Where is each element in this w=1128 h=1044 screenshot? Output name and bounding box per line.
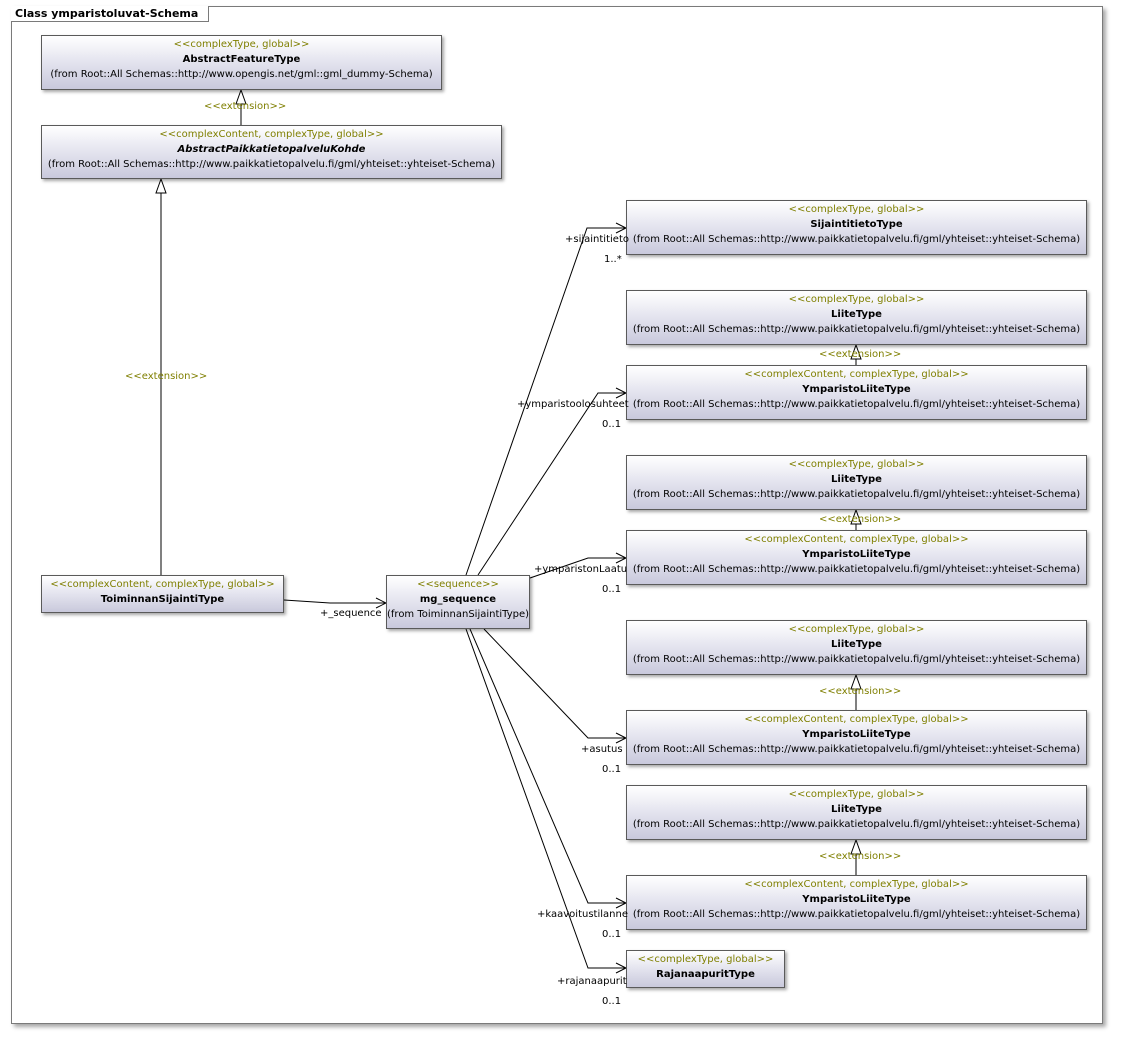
generalization-arrowhead xyxy=(155,177,167,194)
role-label-kaavoitustilanne: +kaavoitustilanne xyxy=(537,909,628,920)
class-name: ToiminnanSijaintiType xyxy=(100,594,225,605)
role-label-ymparistonlaatu: +ymparistonLaatu xyxy=(534,564,628,575)
class-origin: (from Root::All Schemas::http://www.paik… xyxy=(47,159,496,170)
generalization-arrowhead xyxy=(850,508,862,525)
class-abstract-paikkatietopalvelu-kohde[interactable]: <<complexContent, complexType, global>> … xyxy=(41,125,502,179)
class-liite-type-4[interactable]: <<complexType, global>> LiiteType (from … xyxy=(626,785,1087,840)
role-label-rajanaapurit: +rajanaapurit xyxy=(557,976,627,987)
stereotype-label: <<complexContent, complexType, global>> xyxy=(50,579,275,590)
association-ymparistoolosuhteet xyxy=(477,392,626,576)
stereotype-label: <<complexContent, complexType, global>> xyxy=(159,129,384,140)
stereotype-label: <<complexContent, complexType, global>> xyxy=(744,714,969,725)
class-name: YmparistoLiiteType xyxy=(802,729,911,740)
extension-label: <<extension>> xyxy=(819,851,902,862)
multiplicity-kaavoitustilanne: 0..1 xyxy=(602,929,622,940)
generalization-arrowhead xyxy=(850,343,862,360)
class-name: YmparistoLiiteType xyxy=(802,894,911,905)
generalization-arrowhead xyxy=(850,838,862,855)
diagram-title: Class ymparistoluvat-Schema xyxy=(11,6,210,22)
class-name: AbstractFeatureType xyxy=(182,54,301,65)
class-name: YmparistoLiiteType xyxy=(802,384,911,395)
class-name: mg_sequence xyxy=(419,594,497,605)
role-label-ymparistoolosuhteet: +ymparistoolosuhteet xyxy=(517,399,629,410)
stereotype-label: <<complexContent, complexType, global>> xyxy=(744,369,969,380)
role-label-sequence: +_sequence xyxy=(320,608,382,619)
association-asutus xyxy=(483,628,626,739)
multiplicity-ymparistoolosuhteet: 0..1 xyxy=(602,419,622,430)
association-kaavoitustilanne xyxy=(469,628,626,904)
stereotype-label: <<complexType, global>> xyxy=(788,789,925,800)
stereotype-label: <<complexType, global>> xyxy=(788,624,925,635)
role-label-sijaintitieto: +sijaintitieto xyxy=(565,234,629,245)
stereotype-label: <<complexContent, complexType, global>> xyxy=(744,534,969,545)
stereotype-label: <<sequence>> xyxy=(417,579,499,590)
class-sijaintitieto-type[interactable]: <<complexType, global>> SijaintitietoTyp… xyxy=(626,200,1087,255)
class-ymparisto-liite-type-2[interactable]: <<complexContent, complexType, global>> … xyxy=(626,530,1087,585)
class-origin: (from Root::All Schemas::http://www.paik… xyxy=(632,324,1081,335)
class-liite-type-1[interactable]: <<complexType, global>> LiiteType (from … xyxy=(626,290,1087,345)
extension-label: <<extension>> xyxy=(125,371,208,382)
multiplicity-asutus: 0..1 xyxy=(602,764,622,775)
multiplicity-rajanaapurit: 0..1 xyxy=(602,996,622,1007)
association-rajanaapurit xyxy=(465,628,626,969)
class-liite-type-2[interactable]: <<complexType, global>> LiiteType (from … xyxy=(626,455,1087,510)
class-origin: (from ToiminnanSijaintiType) xyxy=(387,609,530,620)
multiplicity-sijaintitieto: 1..* xyxy=(604,254,622,265)
association-sijaintitieto xyxy=(465,227,626,576)
class-abstract-feature-type[interactable]: <<complexType, global>> AbstractFeatureT… xyxy=(41,35,442,90)
class-name: LiiteType xyxy=(831,804,882,815)
class-ymparisto-liite-type-4[interactable]: <<complexContent, complexType, global>> … xyxy=(626,875,1087,930)
class-origin: (from Root::All Schemas::http://www.paik… xyxy=(632,909,1081,920)
class-name: LiiteType xyxy=(831,639,882,650)
class-name: LiiteType xyxy=(831,474,882,485)
class-origin: (from Root::All Schemas::http://www.paik… xyxy=(632,744,1081,755)
class-origin: (from Root::All Schemas::http://www.paik… xyxy=(632,819,1081,830)
role-label-asutus: +asutus xyxy=(581,744,623,755)
class-name: SijaintitietoType xyxy=(810,219,903,230)
class-rajanaapurit-type[interactable]: <<complexType, global>> RajanaapuritType xyxy=(626,950,785,988)
class-origin: (from Root::All Schemas::http://www.paik… xyxy=(632,564,1081,575)
stereotype-label: <<complexType, global>> xyxy=(637,954,774,965)
class-liite-type-3[interactable]: <<complexType, global>> LiiteType (from … xyxy=(626,620,1087,675)
multiplicity-ymparistonlaatu: 0..1 xyxy=(602,584,622,595)
association-ymparistonlaatu xyxy=(529,557,626,579)
extension-label: <<extension>> xyxy=(204,101,287,112)
stereotype-label: <<complexContent, complexType, global>> xyxy=(744,879,969,890)
class-name: YmparistoLiiteType xyxy=(802,549,911,560)
stereotype-label: <<complexType, global>> xyxy=(788,459,925,470)
stereotype-label: <<complexType, global>> xyxy=(173,39,310,50)
class-origin: (from Root::All Schemas::http://www.paik… xyxy=(632,654,1081,665)
class-name: LiiteType xyxy=(831,309,882,320)
class-origin: (from Root::All Schemas::http://www.paik… xyxy=(632,234,1081,245)
class-name: RajanaapuritType xyxy=(656,969,755,980)
class-origin: (from Root::All Schemas::http://www.paik… xyxy=(632,489,1081,500)
class-mg-sequence[interactable]: <<sequence>> mg_sequence (from Toiminnan… xyxy=(386,575,530,629)
stereotype-label: <<complexType, global>> xyxy=(788,204,925,215)
class-ymparisto-liite-type-3[interactable]: <<complexContent, complexType, global>> … xyxy=(626,710,1087,765)
generalization-arrowhead xyxy=(850,673,862,690)
generalization-arrowhead xyxy=(235,88,247,105)
extension-label: <<extension>> xyxy=(819,686,902,697)
class-origin: (from Root::All Schemas::http://www.paik… xyxy=(632,399,1081,410)
class-ymparisto-liite-type-1[interactable]: <<complexContent, complexType, global>> … xyxy=(626,365,1087,420)
class-origin: (from Root::All Schemas::http://www.open… xyxy=(50,69,433,80)
extension-label: <<extension>> xyxy=(819,514,902,525)
extension-label: <<extension>> xyxy=(819,349,902,360)
stereotype-label: <<complexType, global>> xyxy=(788,294,925,305)
class-toiminnan-sijainti-type[interactable]: <<complexContent, complexType, global>> … xyxy=(41,575,284,613)
association-sequence xyxy=(283,599,386,604)
class-name: AbstractPaikkatietopalveluKohde xyxy=(177,144,366,155)
